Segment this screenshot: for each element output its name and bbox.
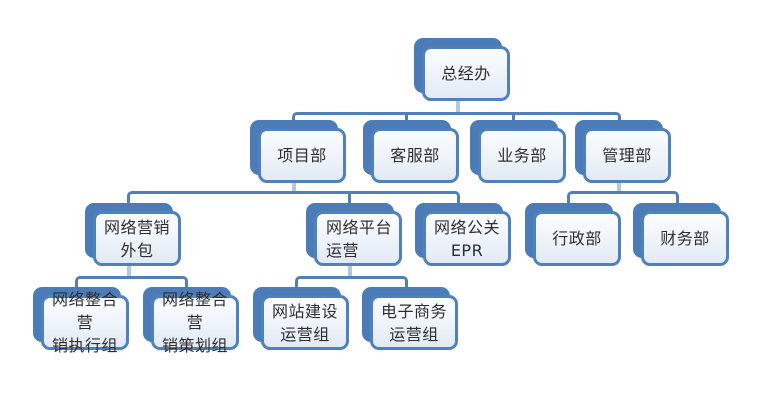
- org-node-customer-service-dept: 客服部: [363, 120, 459, 183]
- org-node-website-construction-operation-team: 网站建设 运营组: [253, 287, 349, 350]
- node-label: 财务部: [660, 229, 710, 248]
- org-node-project-dept: 项目部: [250, 120, 346, 183]
- org-node-management-dept: 管理部: [575, 120, 671, 183]
- node-face: 网站建设 运营组: [261, 295, 349, 350]
- node-label-line2: 运营组: [280, 324, 330, 344]
- node-label: 网络平台: [326, 217, 393, 237]
- node-face: 网络整合营 销策划组: [151, 290, 239, 355]
- org-node-business-dept: 业务部: [470, 120, 566, 183]
- node-face: 客服部: [371, 128, 459, 183]
- node-label-line2: 销策划组: [161, 336, 228, 355]
- org-node-ecommerce-operation-team: 电子商务 运营组: [362, 287, 458, 350]
- node-face: 业务部: [478, 128, 566, 183]
- node-face: 项目部: [258, 128, 346, 183]
- node-label: 网络整合营: [161, 290, 228, 332]
- node-label: 管理部: [602, 146, 652, 165]
- node-face: 网络整合营 销执行组: [41, 290, 129, 355]
- node-face: 管理部: [583, 128, 671, 183]
- node-label-line2: 外包: [120, 240, 154, 260]
- connector-stub-network-marketing-outsourcing: [127, 262, 131, 279]
- org-node-administrative-dept: 行政部: [525, 203, 621, 266]
- connector-stub-gm-office: [456, 98, 460, 115]
- node-face: 电子商务 运营组: [370, 295, 458, 350]
- connector-stub-management-dept: [617, 180, 621, 194]
- org-node-network-marketing-outsourcing: 网络营销 外包: [85, 203, 181, 266]
- node-face: 总经办: [422, 46, 510, 101]
- node-label-line2: 运营组: [389, 324, 439, 344]
- node-label-line2: 运营: [326, 240, 360, 260]
- node-label: 网络整合营: [51, 290, 118, 332]
- org-node-gm-office: 总经办: [414, 38, 510, 101]
- org-node-integrated-marketing-planning-team: 网络整合营 销策划组: [143, 287, 239, 355]
- node-label: 业务部: [497, 146, 547, 165]
- connector-rail-project-dept-children: [127, 191, 460, 215]
- node-label: 行政部: [552, 229, 602, 248]
- org-node-integrated-marketing-execution-team: 网络整合营 销执行组: [33, 287, 129, 355]
- node-label: 项目部: [277, 146, 327, 165]
- node-face: 网络公关 EPR: [423, 211, 511, 266]
- node-label: 网络公关: [433, 217, 500, 237]
- node-face: 网络平台 运营: [314, 211, 402, 266]
- node-face: 财务部: [641, 211, 729, 266]
- node-face: 行政部: [533, 211, 621, 266]
- node-label: 客服部: [390, 146, 440, 165]
- connector-stub-project-dept: [292, 180, 296, 194]
- org-node-network-platform-operation: 网络平台 运营: [306, 203, 402, 266]
- node-label: 电子商务: [380, 301, 447, 321]
- node-label: 总经办: [441, 64, 491, 83]
- org-node-finance-dept: 财务部: [633, 203, 729, 266]
- connector-stub-network-platform-operation: [348, 262, 352, 279]
- node-label-line2: 销执行组: [51, 336, 118, 355]
- org-node-network-pr-epr: 网络公关 EPR: [415, 203, 511, 266]
- node-label: 网站建设: [271, 301, 338, 321]
- node-face: 网络营销 外包: [93, 211, 181, 266]
- node-label-line2: EPR: [450, 240, 484, 260]
- node-label: 网络营销: [103, 217, 170, 237]
